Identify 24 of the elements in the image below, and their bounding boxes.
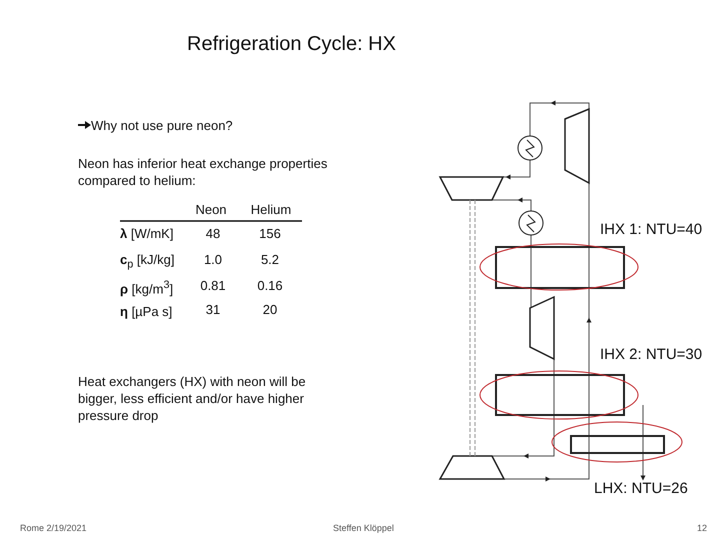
- footer-text: Steffen Klöppel: [333, 523, 394, 535]
- table-cell-text: 48: [204, 226, 222, 243]
- page-number: 12: [697, 523, 708, 535]
- table-cell-text: 0.81: [199, 278, 227, 295]
- table-cell-text: 156: [258, 226, 282, 243]
- table-cell: ρ [kg/m$^{3}$]: [120, 278, 174, 298]
- table-cell: c$_{p}$ [kJ/kg]: [120, 252, 174, 272]
- table-cell-text: 1.0: [202, 252, 224, 269]
- slide-title: Refrigeration Cycle: HX: [187, 33, 396, 56]
- footer-text: Rome 2/19/2021: [20, 523, 87, 535]
- hx-label: IHX 2: NTU=30: [600, 345, 702, 364]
- table-cell-text: 5.2: [260, 252, 280, 269]
- question-text: Why not use pure neon?: [91, 118, 233, 135]
- table-cell-text: 0.16: [256, 278, 284, 295]
- column-header: Helium: [250, 202, 292, 219]
- paragraph-text: Neon has inferior heat exchange properties compared to helium:: [78, 156, 328, 190]
- table-cell: η [µPa s]: [120, 304, 172, 321]
- table-cell: λ [W/mK]: [120, 226, 174, 243]
- hx-label: LHX: NTU=26: [594, 479, 688, 498]
- column-header: Neon: [194, 202, 228, 219]
- table-cell-text: 20: [262, 302, 278, 319]
- paragraph-text: Heat exchangers (HX) with neon will be bigger, less efficient and/or have higher pressure drop: [78, 374, 307, 425]
- table-cell-text: 31: [204, 302, 222, 319]
- hx-label: IHX 1: NTU=40: [600, 220, 702, 240]
